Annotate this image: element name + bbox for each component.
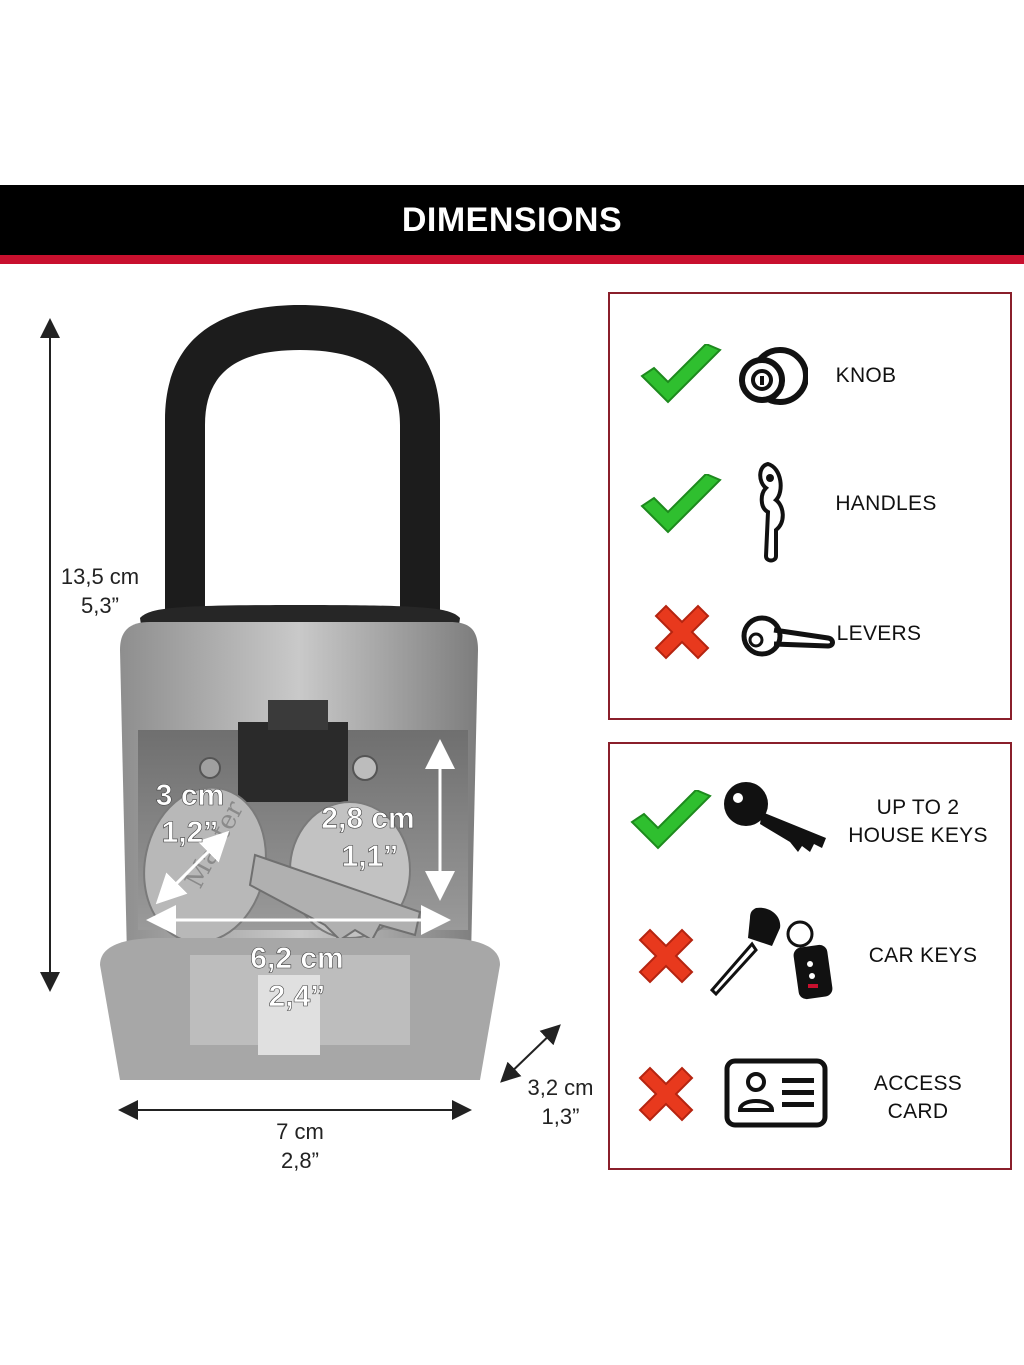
lever-icon xyxy=(741,615,835,657)
width-in: 2,8” xyxy=(281,1148,319,1173)
access-card-icon xyxy=(724,1058,828,1128)
house-key-icon xyxy=(724,782,826,852)
cross-icon xyxy=(638,928,694,984)
interior-c-cm: 6,2 cm xyxy=(250,942,343,975)
door-compat-panel: KNOB HANDLES LEVERS xyxy=(608,292,1012,720)
label-knob: KNOB xyxy=(835,364,897,387)
label-house-keys-line1: UP TO 2 xyxy=(876,796,960,819)
label-car-keys: CAR KEYS xyxy=(868,944,978,967)
label-access-card-line2: CARD xyxy=(887,1100,949,1123)
check-icon xyxy=(640,474,722,534)
label-house-keys-line2: HOUSE KEYS xyxy=(848,824,988,847)
label-handles: HANDLES xyxy=(835,492,937,515)
item-compat-panel: UP TO 2 HOUSE KEYS CAR KEYS xyxy=(608,742,1012,1170)
handle-icon xyxy=(758,461,785,563)
width-label: 7 cm 2,8” xyxy=(235,1117,365,1175)
label-house-keys: UP TO 2 HOUSE KEYS xyxy=(832,794,1004,850)
car-key-icon xyxy=(709,907,833,1000)
interior-b-in: 1,1” xyxy=(342,840,399,873)
depth-cm: 3,2 cm xyxy=(527,1075,594,1100)
check-icon xyxy=(630,790,712,850)
height-in: 5,3” xyxy=(81,593,119,618)
height-cm: 13,5 cm xyxy=(60,564,140,589)
interior-a-in: 1,2” xyxy=(162,816,219,849)
interior-a-cm: 3 cm xyxy=(156,779,224,812)
label-access-card: ACCESS CARD xyxy=(848,1070,988,1126)
cross-icon xyxy=(638,1066,694,1122)
check-icon xyxy=(640,344,722,404)
depth-in: 1,3” xyxy=(541,1104,580,1129)
label-access-card-line1: ACCESS xyxy=(873,1072,963,1095)
shackle xyxy=(165,305,440,640)
knob-icon xyxy=(739,347,808,405)
cross-icon xyxy=(654,604,710,660)
width-cm: 7 cm xyxy=(276,1119,324,1144)
screw xyxy=(352,755,378,781)
interior-c-in: 2,4” xyxy=(269,980,326,1013)
header-banner: DIMENSIONS xyxy=(0,185,1024,264)
height-label: 13,5 cm 5,3” xyxy=(50,562,150,620)
depth-arrow xyxy=(500,1024,561,1083)
depth-label: 3,2 cm 1,3” xyxy=(508,1073,613,1131)
banner-title: DIMENSIONS xyxy=(401,200,623,239)
label-levers: LEVERS xyxy=(836,622,922,645)
interior-b-cm: 2,8 cm xyxy=(321,802,414,835)
top-latch xyxy=(238,722,348,802)
